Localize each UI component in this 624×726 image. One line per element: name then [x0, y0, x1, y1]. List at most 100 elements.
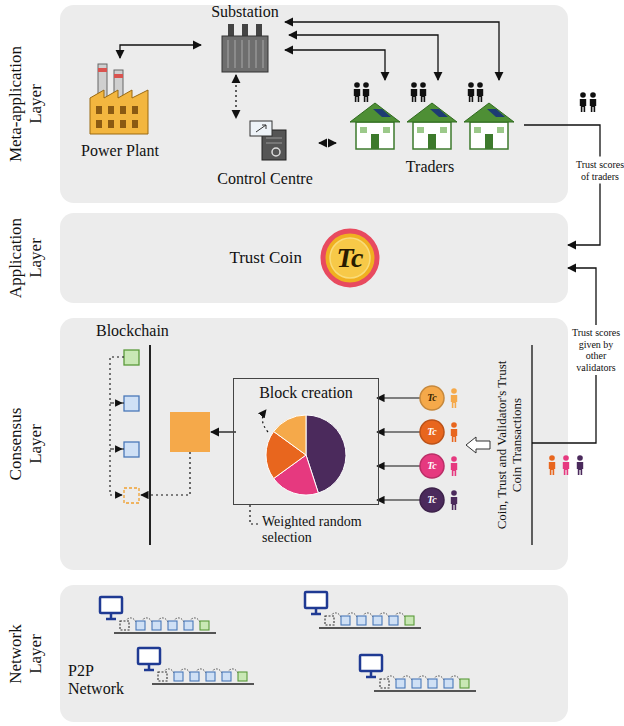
blockchain-illustration — [124, 442, 139, 457]
p2p-network-illustration — [184, 621, 193, 630]
connector — [524, 125, 600, 245]
p2p-network-illustration — [212, 669, 222, 673]
connector — [235, 75, 236, 118]
transformer-icon — [256, 40, 257, 68]
p2p-network-illustration — [174, 672, 183, 681]
control-centre-icon — [272, 148, 280, 156]
node-label: Block creation — [234, 384, 378, 402]
control-centre-icon — [250, 121, 272, 136]
power-line — [285, 22, 499, 80]
power-plant-icon — [114, 74, 123, 78]
power-plant-icon — [120, 106, 126, 114]
stake-pie-chart — [274, 415, 306, 455]
p2p-network-illustration — [180, 669, 190, 673]
layer-title: Network Layer — [6, 614, 45, 694]
p2p-network-illustration — [460, 679, 469, 688]
validator-coins — [377, 499, 420, 500]
p2p-network-illustration — [190, 672, 199, 681]
leader-line — [250, 505, 258, 524]
p2p-network-illustration — [374, 690, 476, 692]
p2p-network-illustration — [114, 632, 216, 634]
p2p-network-illustration — [325, 616, 334, 625]
layer-panel-fill — [60, 585, 568, 722]
power-plant-icon — [90, 90, 148, 134]
p2p-network-illustration — [158, 618, 168, 622]
edge-label: Trust scores of traders — [574, 157, 624, 184]
power-plant-icon — [108, 120, 114, 128]
power-line — [285, 50, 385, 80]
power-plant-icon — [90, 64, 148, 134]
traders-node: Traders — [336, 80, 524, 178]
validator-coins — [377, 465, 420, 466]
new-block — [141, 452, 190, 495]
control-centre-node: Control Centre — [211, 118, 319, 190]
node-label: Control Centre — [211, 170, 319, 188]
leader-line — [250, 410, 268, 524]
layer-title: Meta-application Layer — [6, 39, 45, 169]
p2p-network-illustration — [311, 608, 321, 614]
blockchain-illustration — [149, 345, 151, 545]
p2p-network-illustration — [106, 613, 116, 619]
p2p-network-illustration — [379, 613, 389, 617]
p2p-network-illustration — [152, 683, 254, 685]
transaction-arrow — [466, 437, 490, 453]
power-plant-icon — [120, 120, 126, 128]
transformer-icon — [242, 40, 243, 68]
blockchain-illustration — [110, 357, 124, 403]
transformer-icon — [235, 40, 236, 68]
transformer-icon — [222, 24, 268, 72]
validator-coins — [377, 431, 420, 432]
coin-symbol: Tc — [420, 488, 444, 512]
node-label: Traders — [336, 158, 524, 176]
transformer-icon — [228, 24, 234, 36]
edge-label: Trust scores given by other validators — [569, 325, 623, 375]
p2p-network-illustration — [363, 613, 373, 617]
network-label: P2P Network — [68, 662, 130, 699]
p2p-network-illustration — [144, 664, 154, 670]
p2p-network-illustration — [190, 618, 200, 622]
validator-coins — [377, 397, 420, 398]
p2p-network-illustration — [136, 621, 145, 630]
coin-symbol: Tc — [420, 420, 444, 444]
blockchain-illustration — [124, 488, 139, 503]
p2p-network-illustration — [434, 676, 444, 680]
node-label: Power Plant — [74, 142, 166, 160]
p2p-network-illustration — [380, 679, 389, 688]
layer-panel-fill — [60, 5, 568, 203]
node-label: Substation — [201, 3, 289, 21]
connector — [319, 142, 336, 143]
blockchain-illustration — [110, 345, 150, 545]
layer-panel-fill — [60, 5, 568, 722]
p2p-network-illustration — [222, 672, 231, 681]
house-icon — [350, 103, 400, 149]
connector — [289, 35, 438, 80]
layer-panel: Network Layer — [60, 585, 568, 722]
p2p-network-illustration — [444, 679, 453, 688]
blockchain-illustration — [110, 449, 124, 495]
trader-person-icon — [363, 82, 369, 102]
validator-coins — [451, 422, 457, 442]
house-icon — [350, 103, 514, 149]
new-block — [141, 412, 236, 495]
connector — [120, 45, 201, 58]
node-label: Tc — [320, 228, 380, 288]
control-centre-icon — [266, 143, 282, 144]
validator-coins — [420, 386, 444, 410]
power-plant-node: Power Plant — [74, 58, 166, 162]
p2p-network-illustration — [357, 616, 366, 625]
validator-person-icon — [549, 455, 555, 475]
p2p-network-illustration — [305, 592, 327, 608]
control-centre-icon — [256, 125, 266, 132]
control-centre-icon — [250, 121, 286, 160]
stake-pie-chart — [266, 415, 346, 495]
power-plant-icon — [108, 106, 114, 114]
transformer-icon — [222, 36, 268, 72]
validator-person-icon — [577, 455, 583, 475]
p2p-network-illustration — [373, 616, 382, 625]
p2p-network-illustration — [331, 613, 341, 617]
p2p-network-illustration — [418, 676, 428, 680]
trust-coin: Trust CoinTc — [320, 228, 380, 288]
p2p-network-illustration — [168, 621, 177, 630]
block-creation-box: Block creation — [233, 378, 379, 505]
